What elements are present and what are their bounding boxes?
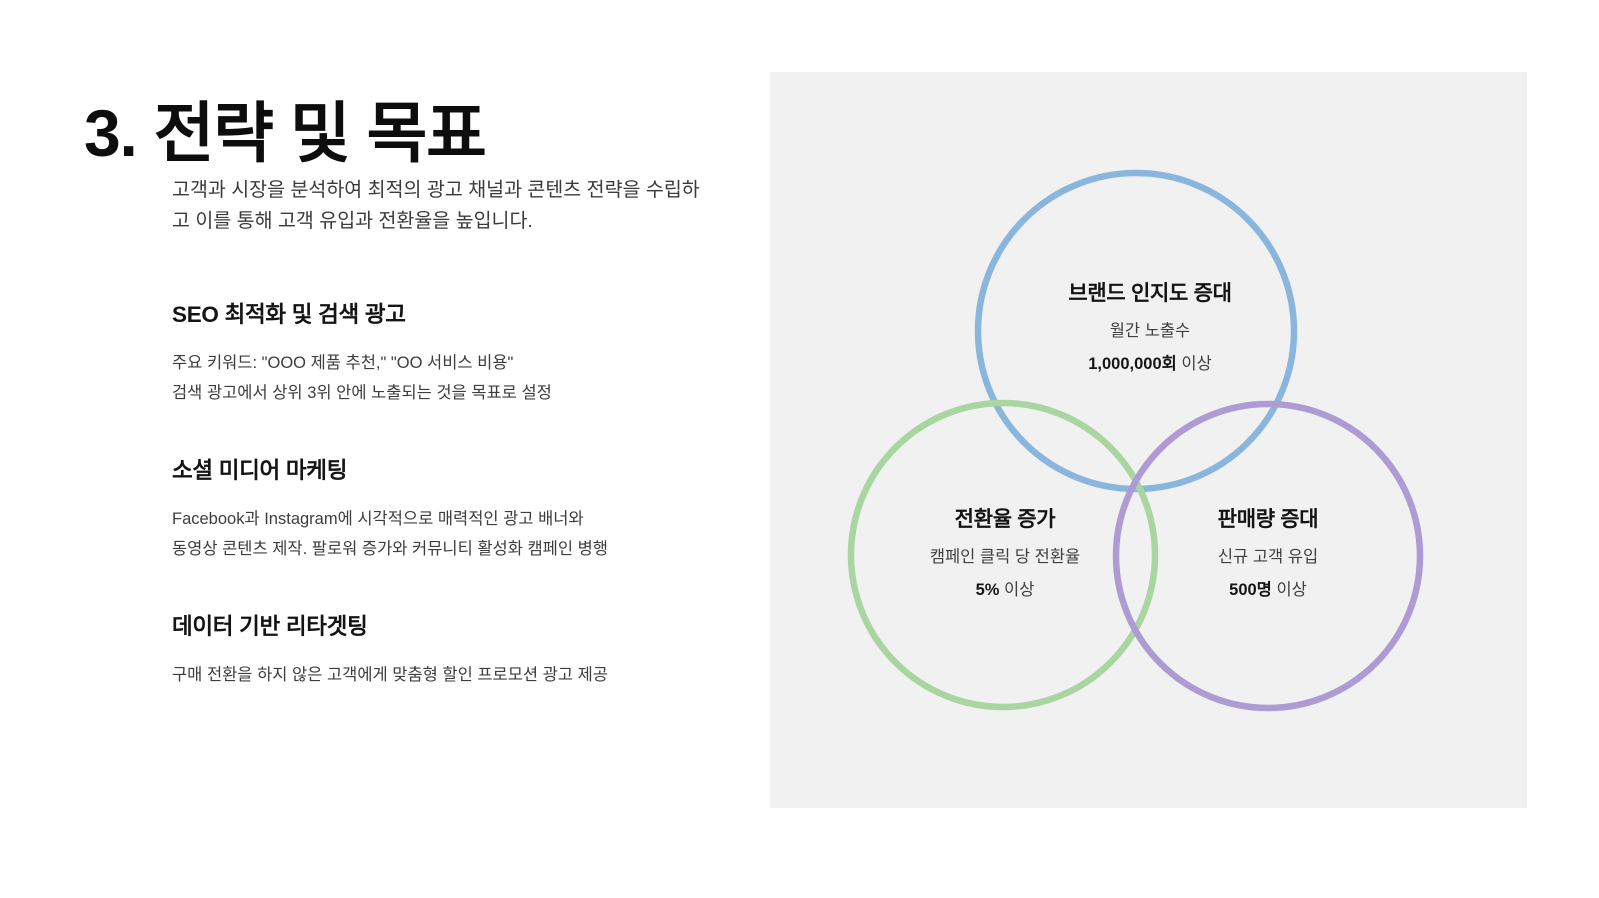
section-body-social-media: Facebook과 Instagram에 시각적으로 매력적인 광고 배너와 동… [172, 505, 732, 564]
section-retargeting: 데이터 기반 리타겟팅 구매 전환을 하지 않은 고객에게 맞춤형 할인 프로모… [172, 612, 732, 691]
section-heading-seo: SEO 최적화 및 검색 광고 [172, 302, 406, 327]
venn-circles-graphic [847, 169, 1424, 712]
section-heading-retargeting: 데이터 기반 리타겟팅 [172, 613, 368, 639]
section-heading-social-media: 소셜 미디어 마케팅 [172, 457, 348, 483]
section-seo: SEO 최적화 및 검색 광고 주요 키워드: "OOO 제품 추천," "OO… [172, 300, 732, 408]
section-body-line: 동영상 콘텐츠 제작. 팔로워 증가와 커뮤니티 활성화 캠페인 병행 [172, 539, 608, 558]
intro-line-1: 고객과 시장을 분석하여 최적의 광고 채널과 콘텐츠 전략을 [172, 178, 641, 201]
left-content-column: 3. 전략 및 목표 고객과 시장을 분석하여 최적의 광고 채널과 콘텐츠 전… [0, 0, 740, 898]
venn-circle-conversion-rate [847, 399, 1159, 711]
section-body-retargeting: 구매 전환을 하지 않은 고객에게 맞춤형 할인 프로모션 광고 제공 [172, 661, 732, 690]
section-body-line: 구매 전환을 하지 않은 고객에게 맞춤형 할인 프로모션 광고 제공 [172, 666, 608, 685]
section-body-line: 검색 광고에서 상위 3위 안에 노출되는 것을 목표로 설정 [172, 383, 552, 402]
strategy-sections-list: SEO 최적화 및 검색 광고 주요 키워드: "OOO 제품 추천," "OO… [172, 300, 732, 691]
venn-diagram-panel: 브랜드 인지도 증대 월간 노출수 1,000,000회 이상 전환율 증가 캠… [770, 72, 1527, 808]
page-title: 3. 전략 및 목표 [84, 96, 487, 171]
section-body-line: 주요 키워드: "OOO 제품 추천," "OO 서비스 비용" [172, 354, 514, 373]
section-body-line: Facebook과 Instagram에 시각적으로 매력적인 광고 배너와 [172, 510, 584, 529]
intro-paragraph: 고객과 시장을 분석하여 최적의 광고 채널과 콘텐츠 전략을 수립하고 이를 … [172, 175, 712, 238]
section-social-media: 소셜 미디어 마케팅 Facebook과 Instagram에 시각적으로 매력… [172, 456, 732, 564]
venn-circle-sales-volume [1112, 400, 1424, 712]
intro-line-2: 수립하고 이를 통해 고객 유입과 전환율을 높입니다. [172, 178, 700, 233]
venn-circle-brand-awareness [974, 169, 1298, 493]
section-body-seo: 주요 키워드: "OOO 제품 추천," "OO 서비스 비용" 검색 광고에서… [172, 349, 732, 408]
